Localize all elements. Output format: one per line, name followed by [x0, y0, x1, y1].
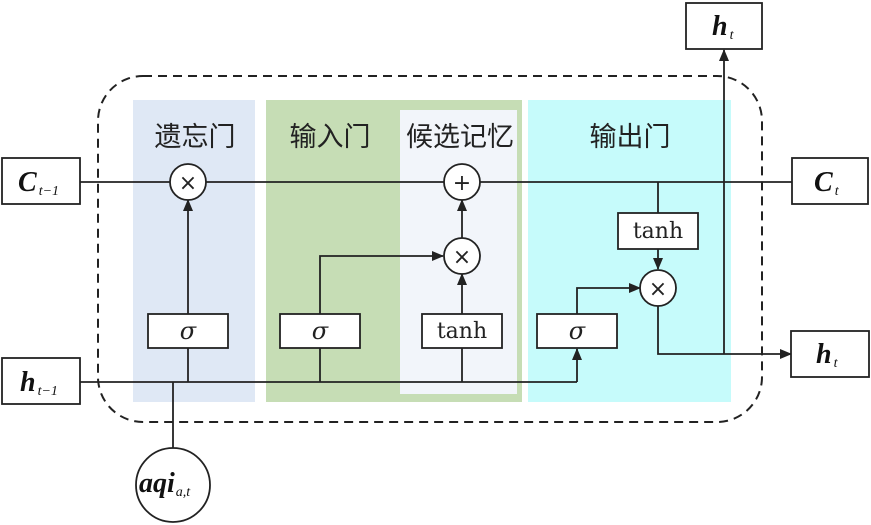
output-sigma-box	[536, 313, 618, 349]
input-gate-label: 输入门	[290, 122, 371, 153]
output-gate-label: 输出门	[590, 122, 671, 153]
output-tanh-text: tanh	[633, 219, 683, 244]
c-next-box	[791, 157, 869, 205]
cell-boundary	[97, 75, 763, 423]
output-tanh-box	[617, 212, 699, 250]
output-sigma-text: σ	[569, 317, 586, 345]
aqi-label: aqia,t	[139, 468, 191, 500]
input-multiply-symbol: ×	[453, 245, 471, 270]
input-sigma-text: σ	[312, 317, 329, 345]
candidate-tanh-text: tanh	[437, 319, 487, 344]
output-multiply-op	[639, 269, 677, 307]
output-arrow	[576, 283, 641, 314]
candidate-memory-label: 候选记忆	[406, 122, 514, 153]
forget-sigma-text: σ	[180, 317, 197, 345]
forget-sigma-box	[147, 313, 229, 349]
cell-add-op	[443, 163, 481, 201]
input-multiply-op	[443, 237, 481, 275]
output-gate-region	[528, 100, 731, 402]
h-next-box	[790, 330, 870, 378]
h-top-box	[685, 2, 763, 50]
input-sigma-box	[279, 313, 361, 349]
hidden-output-arrow	[657, 306, 792, 359]
forget-multiply-symbol: ×	[179, 171, 197, 196]
cell-add-symbol: +	[453, 171, 471, 196]
forget-gate-region	[133, 100, 255, 402]
candidate-tanh-box	[421, 313, 503, 349]
input-arrow	[319, 251, 444, 314]
output-multiply-symbol: ×	[649, 277, 667, 302]
aqi-node	[135, 447, 211, 523]
h-prev-box	[1, 357, 81, 405]
forget-multiply-op	[169, 163, 207, 201]
forget-gate-label: 遗忘门	[155, 122, 236, 153]
c-prev-box	[1, 157, 81, 205]
